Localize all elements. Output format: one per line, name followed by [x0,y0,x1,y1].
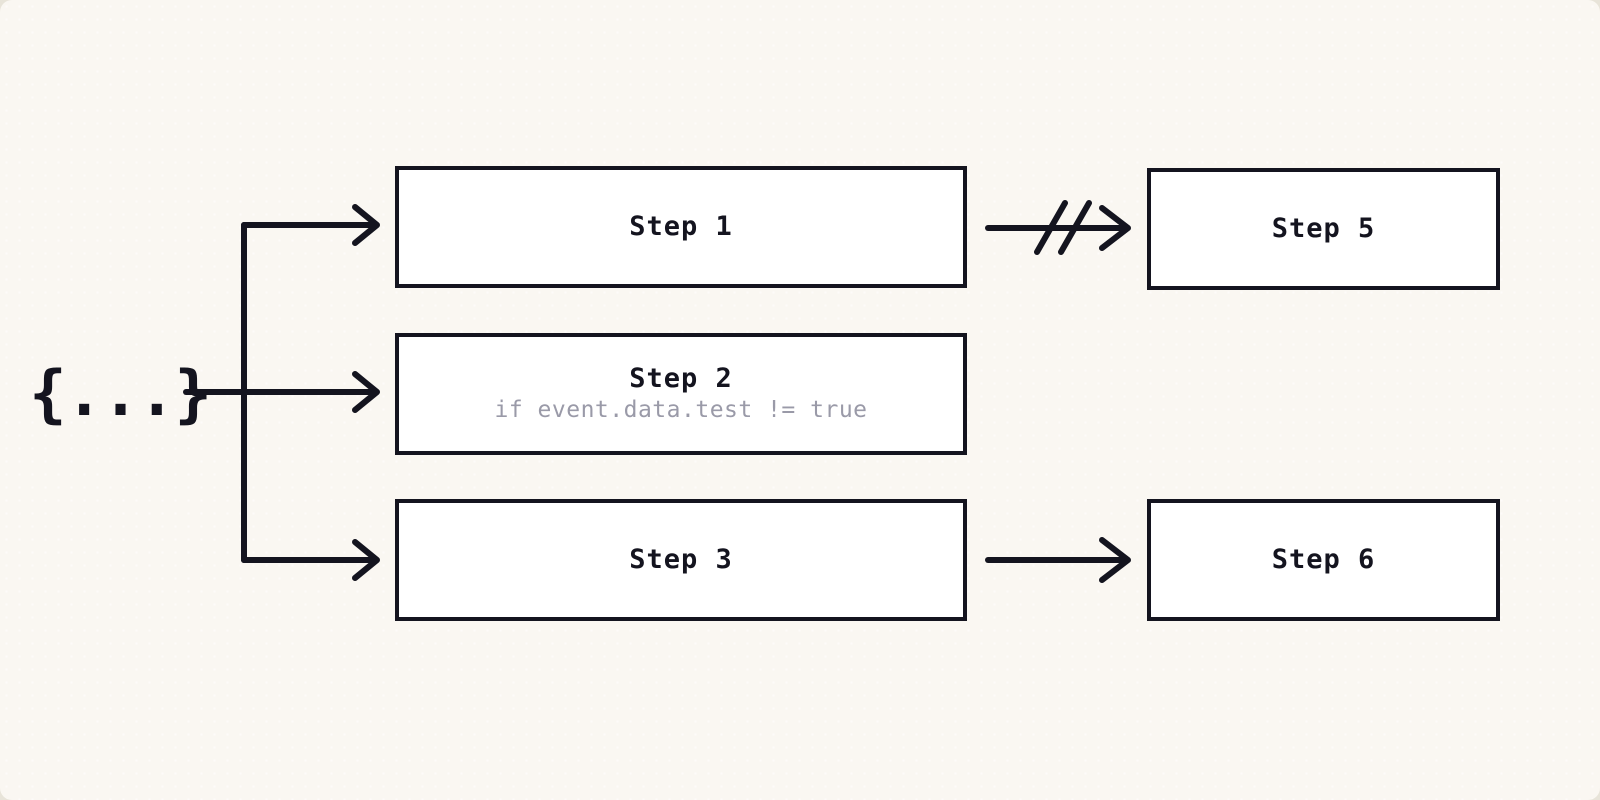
node-step5-title: Step 5 [1271,213,1376,245]
node-step3-title: Step 3 [629,544,733,576]
node-step6-title: Step 6 [1271,544,1376,576]
edge-step1-to-step5-sever-slash-2 [1058,200,1092,255]
edge-step1-to-step5-sever-slash-1 [1034,200,1068,255]
source-label: {...} [29,357,212,430]
node-step2-title: Step 2 [629,363,733,395]
node-step2-condition: if event.data.test != true [494,397,868,424]
node-step1[interactable]: Step 1 [395,166,967,288]
edge-source-to-step3-arrowhead [352,539,380,581]
node-step5[interactable]: Step 5 [1147,168,1500,290]
edge-source-to-step2-arrowhead [352,371,380,413]
node-step3[interactable]: Step 3 [395,499,967,621]
event-payload-source[interactable]: {...} [29,352,212,436]
edge-step1-to-step5-arrowhead [1099,205,1131,251]
node-step1-title: Step 1 [629,211,733,243]
node-step6[interactable]: Step 6 [1147,499,1500,621]
edge-source-to-step1-arrowhead [352,204,380,246]
node-step2[interactable]: Step 2 if event.data.test != true [395,333,967,455]
edge-step3-to-step6-arrowhead [1099,537,1131,583]
